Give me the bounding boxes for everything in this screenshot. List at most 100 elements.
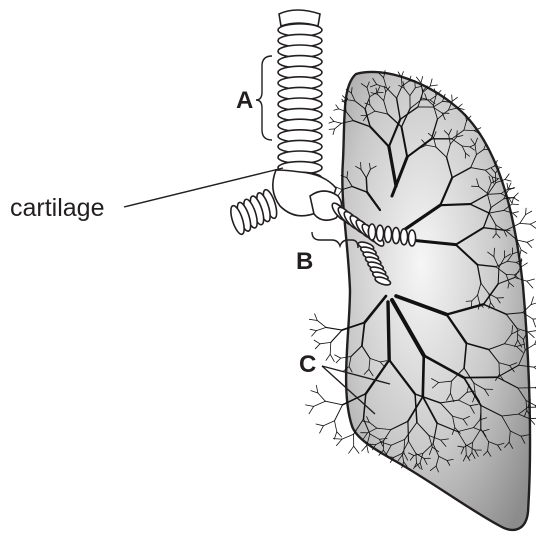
bronchus-ring [408, 230, 415, 246]
bronchiole [342, 434, 354, 439]
bronchiole [506, 274, 514, 275]
bronchiole [423, 356, 424, 397]
bronchiole [309, 319, 317, 320]
bronchiole [329, 121, 334, 123]
bronchiole [520, 223, 531, 224]
bronchiole [388, 302, 389, 360]
bronchiole [521, 263, 528, 267]
bronchiole [430, 85, 437, 86]
bronchiole [330, 117, 334, 121]
bronchiole [421, 77, 423, 83]
bronchiole [316, 424, 323, 426]
bronchiole [331, 330, 342, 342]
bronchus-ring [368, 224, 375, 240]
bronchiole [527, 279, 535, 281]
bronchiole [526, 211, 532, 215]
bronchiole [517, 329, 518, 341]
bronchiole [367, 445, 369, 453]
bronchiole [336, 105, 339, 109]
bronchiole [440, 204, 470, 205]
bronchiole [314, 401, 326, 406]
bronchus-ring [392, 228, 399, 244]
bronchiole [325, 401, 342, 405]
bronchiole [317, 327, 327, 330]
label-b: B [296, 248, 313, 275]
bronchiole [430, 79, 432, 86]
label-c: C [299, 351, 316, 378]
label-a: A [236, 87, 253, 114]
bracket-a [256, 56, 272, 140]
bronchiole [526, 208, 527, 215]
bronchiole [354, 446, 359, 453]
bronchiole [498, 268, 499, 284]
bronchiole [457, 131, 458, 137]
bronchiole [335, 421, 337, 432]
label-cartilage: cartilage [10, 194, 105, 222]
bronchiole [309, 406, 314, 413]
bronchiole [458, 104, 463, 108]
bronchiole [335, 405, 343, 421]
bronchus-ring [384, 226, 391, 242]
bronchiole [505, 180, 511, 182]
bronchiole [527, 281, 533, 288]
bronchiole [377, 92, 383, 93]
bronchiole [508, 183, 511, 189]
bronchiole [315, 344, 320, 349]
bronchiole [314, 340, 320, 344]
bronchiole [528, 332, 534, 338]
bronchiole [527, 242, 532, 247]
bronchiole [409, 81, 415, 82]
bronchiole [531, 297, 534, 305]
bronchiole [334, 121, 342, 123]
bronchiole [530, 221, 536, 224]
bronchiole [317, 321, 326, 328]
bronchiole [336, 439, 342, 446]
bronchiole [316, 385, 318, 393]
bronchiole [318, 393, 325, 401]
bronchiole [520, 215, 526, 224]
bronchiole [315, 314, 318, 321]
bronchiole [311, 391, 318, 393]
bronchiole [415, 82, 416, 88]
bronchiole [513, 193, 518, 198]
bronchiole [334, 109, 339, 110]
bronchiole [336, 358, 341, 363]
lung [342, 72, 530, 530]
bronchiole [335, 355, 341, 358]
bronchiole [530, 224, 536, 229]
bronchiole [452, 97, 457, 101]
bronchiole [306, 405, 314, 407]
trachea [273, 10, 342, 220]
bronchiole [527, 240, 533, 243]
bronchiole [528, 331, 536, 332]
bronchiole [329, 129, 335, 130]
bronchiole [362, 445, 367, 451]
bronchiole [335, 123, 342, 129]
bronchus-ring [376, 225, 383, 241]
bronchiole [452, 95, 453, 101]
bronchiole [464, 130, 474, 131]
bronchiole [330, 342, 331, 354]
bronchiole [530, 418, 536, 419]
bronchiole [521, 250, 527, 254]
bronchiole [505, 174, 509, 180]
bronchiole [466, 301, 472, 302]
bronchus-ring [400, 229, 407, 245]
bronchiole [513, 198, 518, 201]
bronchiole [366, 178, 367, 192]
bronchiole [330, 354, 334, 361]
bronchiole [337, 432, 342, 437]
bronchiole [533, 319, 536, 327]
bronchiole [333, 129, 335, 135]
bronchiole [326, 354, 330, 360]
bronchiole [408, 421, 409, 441]
bronchiole [312, 331, 317, 337]
bronchiole [326, 327, 342, 330]
bronchiole [513, 212, 519, 213]
bronchiole [517, 240, 527, 242]
bronchiole [334, 432, 337, 439]
left-bronchus [228, 188, 279, 236]
bronchiole [323, 421, 334, 426]
bronchiole [320, 342, 331, 343]
